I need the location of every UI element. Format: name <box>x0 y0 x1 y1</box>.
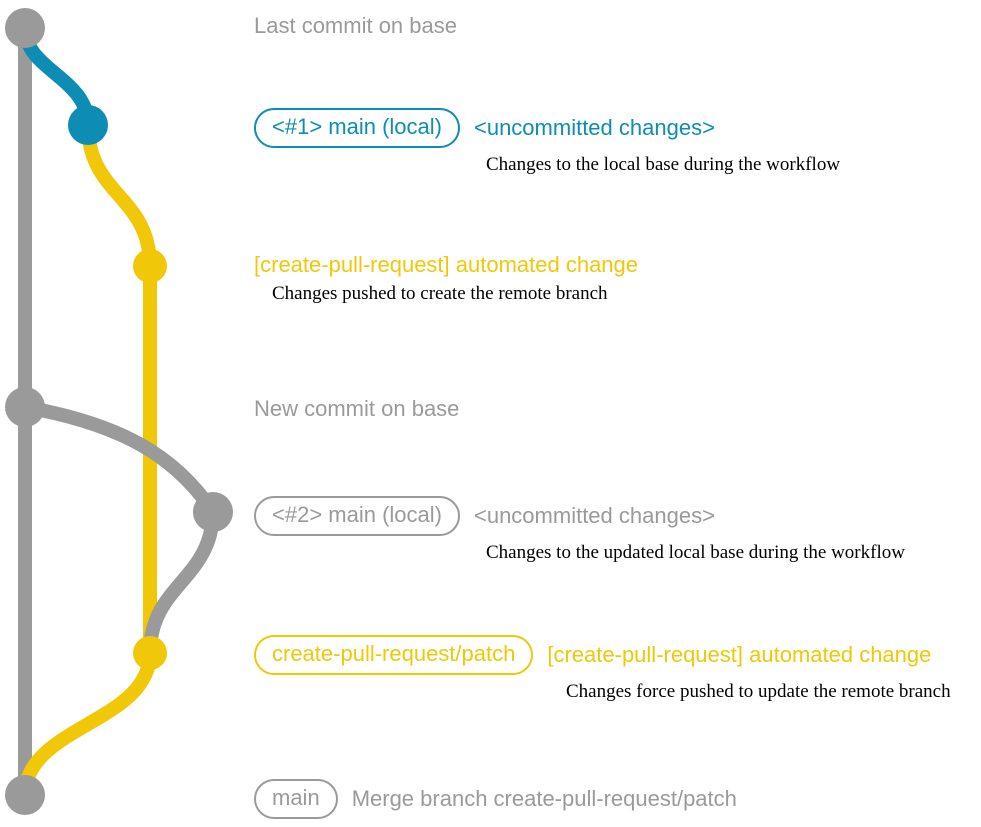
commit-note-patch-1: Changes pushed to create the remote bran… <box>272 283 608 304</box>
ref-line-patch-2: create-pull-request/patch [create-pull-r… <box>254 635 951 675</box>
commit-row-base-1: Last commit on base <box>254 13 457 39</box>
edge-base2-to-local2 <box>18 400 220 519</box>
edge-local2-to-patch2 <box>143 505 220 660</box>
commit-note-patch-2: Changes force pushed to update the remot… <box>566 681 951 702</box>
commit-subject-base-2: New commit on base <box>254 396 460 421</box>
commit-dot-patch-2 <box>133 636 167 670</box>
ref-line-local-2: <#2> main (local) <uncommitted changes> <box>254 496 905 536</box>
ref-badge-main[interactable]: main <box>254 779 338 819</box>
commit-dot-local-2 <box>193 492 233 532</box>
ref-badge-main-local-2[interactable]: <#2> main (local) <box>254 496 460 536</box>
commit-note-local-1: Changes to the local base during the wor… <box>486 154 841 175</box>
ref-line-local-1: <#1> main (local) <uncommitted changes> <box>254 108 840 148</box>
commit-row-local-2: <#2> main (local) <uncommitted changes> … <box>254 496 905 564</box>
commit-dots <box>5 8 233 815</box>
commit-subject-base-3: Merge branch create-pull-request/patch <box>351 786 737 811</box>
commit-subject-patch-2: [create-pull-request] automated change <box>547 642 932 667</box>
commit-dot-base-2 <box>5 387 45 427</box>
commit-dot-patch-1 <box>133 249 167 283</box>
edge-patch2-to-base3 <box>18 646 157 802</box>
commit-dot-base-1 <box>5 8 45 48</box>
ref-line-merge: main Merge branch create-pull-request/pa… <box>254 779 737 819</box>
commit-subject-patch-1: [create-pull-request] automated change <box>254 252 639 277</box>
commit-row-patch-2: create-pull-request/patch [create-pull-r… <box>254 635 951 703</box>
commit-dot-local-1 <box>68 105 108 145</box>
edge-local1-to-patch1 <box>81 118 157 273</box>
commit-row-patch-1: [create-pull-request] automated change C… <box>254 252 638 305</box>
commit-dot-base-3 <box>5 775 45 815</box>
commit-subject-local-1: <uncommitted changes> <box>473 115 715 140</box>
commit-row-local-1: <#1> main (local) <uncommitted changes> … <box>254 108 840 176</box>
commit-row-base-3: main Merge branch create-pull-request/pa… <box>254 779 737 819</box>
commit-subject-base-1: Last commit on base <box>254 13 457 38</box>
ref-badge-create-pull-request-patch[interactable]: create-pull-request/patch <box>254 635 534 675</box>
ref-badge-main-local-1[interactable]: <#1> main (local) <box>254 108 460 148</box>
commit-note-local-2: Changes to the updated local base during… <box>486 542 905 563</box>
commit-row-base-2: New commit on base <box>254 396 459 422</box>
commit-subject-local-2: <uncommitted changes> <box>473 503 715 528</box>
